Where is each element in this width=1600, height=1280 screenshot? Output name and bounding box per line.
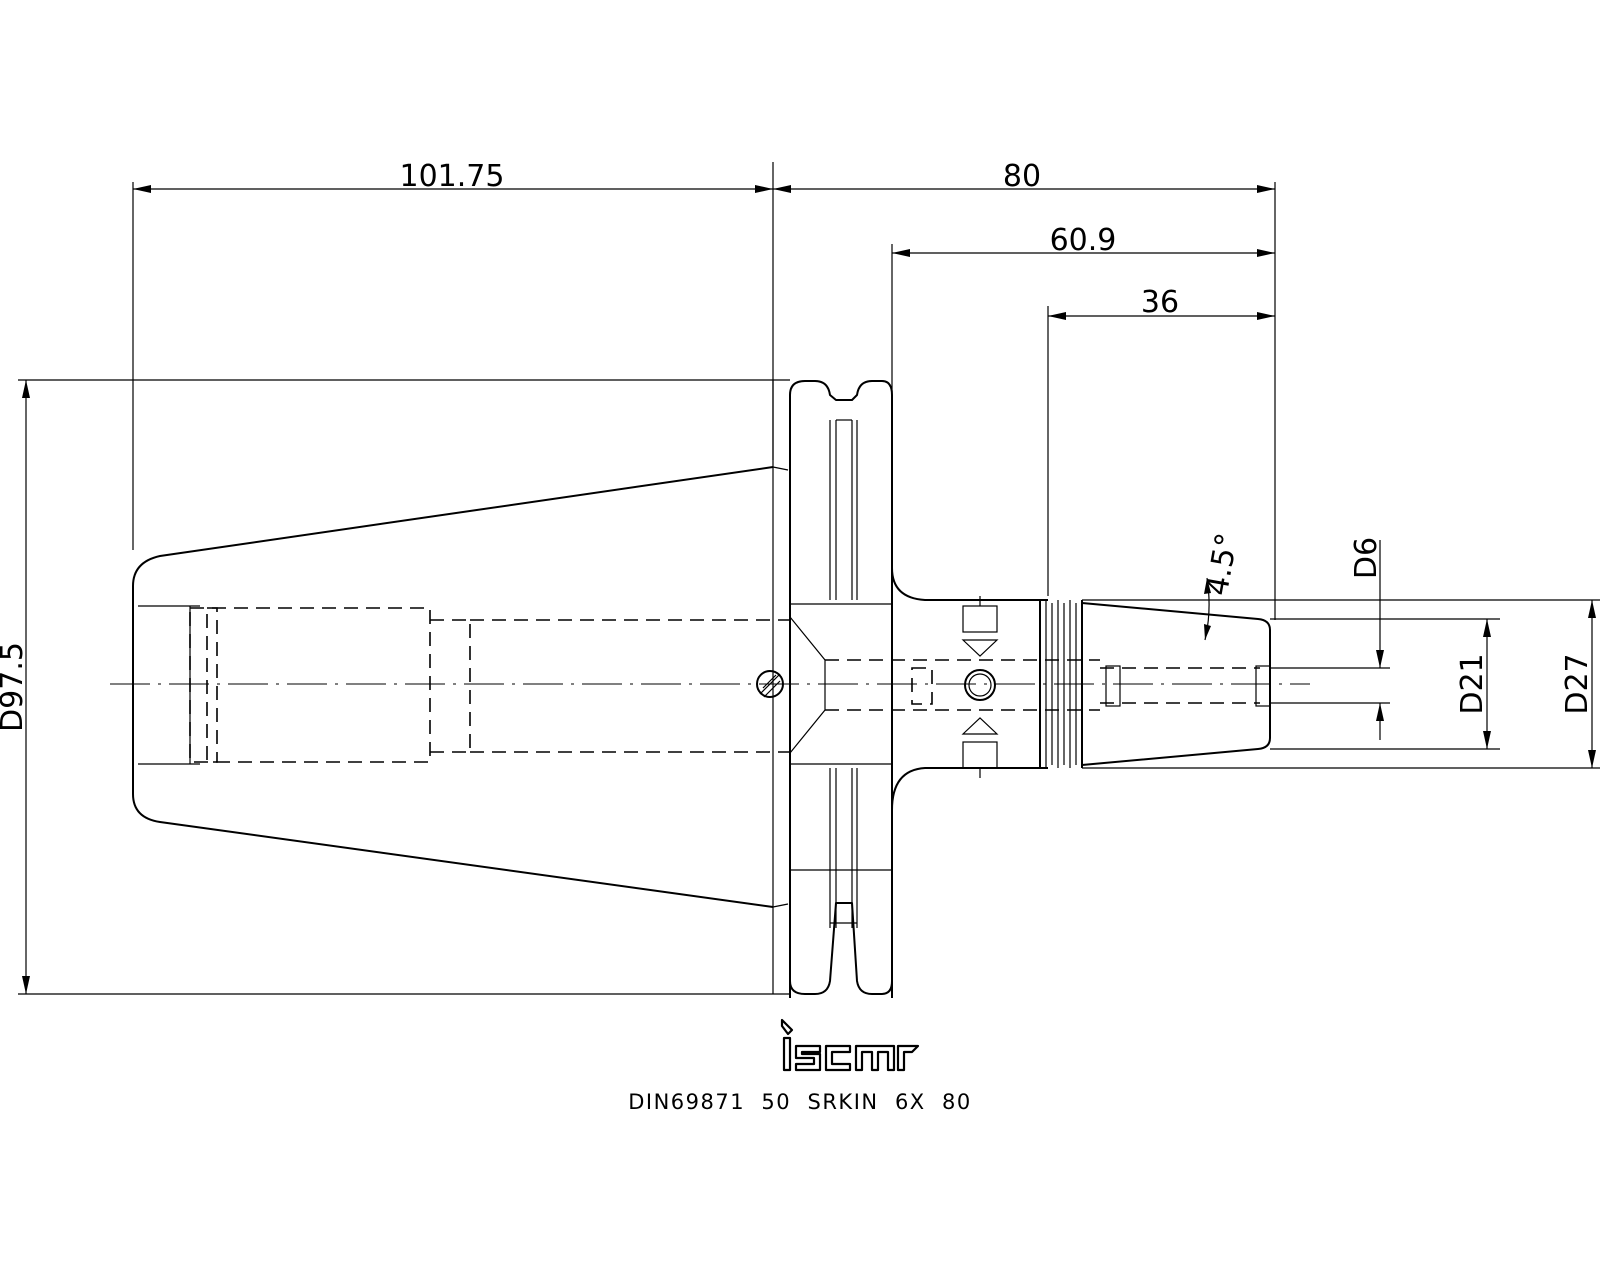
- dim-d27: D27: [1560, 653, 1595, 714]
- cross-hole-icon: [964, 669, 996, 701]
- tool-designation: DIN69871 50 SRKIN 6X 80: [628, 1090, 972, 1114]
- dim-60-9: 60.9: [1050, 223, 1117, 258]
- flange-lower: [789, 395, 893, 995]
- dim-taper-angle: 4.5°: [1200, 530, 1245, 598]
- dimension-lines: [18, 162, 1600, 995]
- dim-d6: D6: [1349, 537, 1384, 579]
- dimension-labels: 101.75 80 60.9 36 D97.5 D6 D21 D27 4.5°: [0, 159, 1595, 732]
- dim-d97-5: D97.5: [0, 642, 30, 732]
- dim-80: 80: [1003, 159, 1041, 194]
- steep-taper: [132, 466, 774, 908]
- neck: [891, 567, 1048, 811]
- dim-101-75: 101.75: [400, 159, 505, 194]
- tool-holder-outline: [132, 380, 1271, 998]
- dim-36: 36: [1141, 285, 1179, 320]
- dim-d21: D21: [1455, 653, 1490, 714]
- iscar-logo-icon: [780, 1018, 920, 1072]
- flange-upper: [789, 380, 893, 998]
- internal-features: [110, 596, 1310, 778]
